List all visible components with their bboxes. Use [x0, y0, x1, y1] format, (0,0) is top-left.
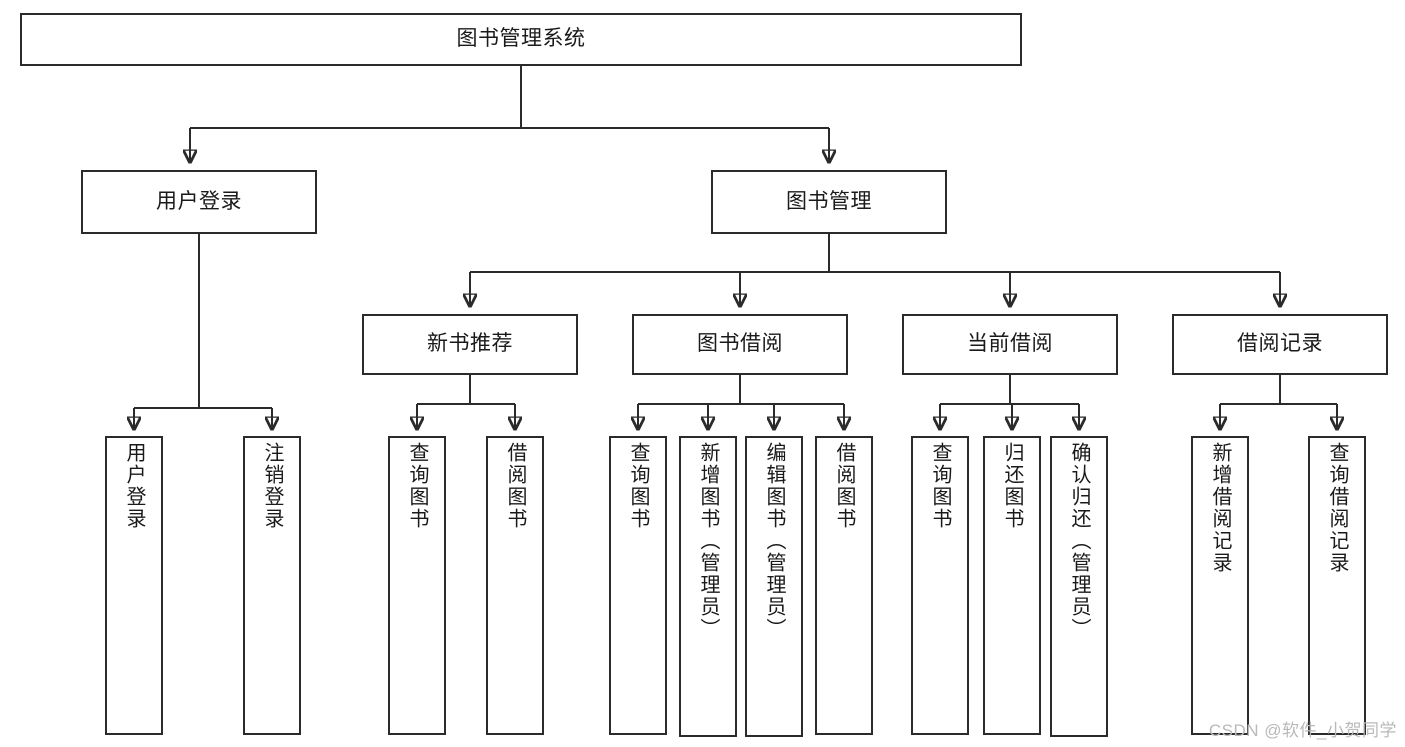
- leaf-query-book-borrow-label: 查询图书: [627, 442, 649, 530]
- node-book-management[interactable]: 图书管理: [711, 170, 947, 234]
- leaf-borrow-book[interactable]: 借阅图书: [815, 436, 873, 735]
- leaf-add-borrow-record-label: 新增借阅记录: [1209, 442, 1231, 574]
- edge-borrowrecord-to-leaves: [1220, 375, 1337, 429]
- leaf-query-borrow-record[interactable]: 查询借阅记录: [1308, 436, 1366, 735]
- leaf-user-login-label: 用户登录: [123, 442, 145, 530]
- edge-newbook-to-leaves: [417, 375, 515, 429]
- edge-root-to-level1: [190, 66, 829, 162]
- leaf-borrow-book-recommend[interactable]: 借阅图书: [486, 436, 544, 735]
- leaf-edit-book-admin[interactable]: 编辑图书（管理员）: [745, 436, 803, 737]
- node-current-borrow-label: 当前借阅: [967, 332, 1053, 356]
- node-user-login-label: 用户登录: [156, 189, 242, 213]
- leaf-return-book-label: 归还图书: [1001, 442, 1023, 530]
- leaf-query-book-recommend-label: 查询图书: [406, 442, 428, 530]
- leaf-borrow-book-recommend-label: 借阅图书: [504, 442, 526, 530]
- leaf-confirm-return-admin[interactable]: 确认归还（管理员）: [1050, 436, 1108, 737]
- edge-userlogin-to-leaves: [134, 234, 272, 429]
- leaf-user-login[interactable]: 用户登录: [105, 436, 163, 735]
- leaf-add-book-admin[interactable]: 新增图书（管理员）: [679, 436, 737, 737]
- leaf-query-borrow-record-label: 查询借阅记录: [1326, 442, 1348, 574]
- edge-bookborrow-to-leaves: [638, 375, 844, 429]
- leaf-query-book-recommend[interactable]: 查询图书: [388, 436, 446, 735]
- leaf-logout[interactable]: 注销登录: [243, 436, 301, 735]
- leaf-query-book-current-label: 查询图书: [929, 442, 951, 530]
- leaf-query-book-current[interactable]: 查询图书: [911, 436, 969, 735]
- node-book-borrow[interactable]: 图书借阅: [632, 314, 848, 375]
- node-borrow-record[interactable]: 借阅记录: [1172, 314, 1388, 375]
- edge-bookmgmt-to-level2: [470, 234, 1280, 306]
- node-new-book-recommend-label: 新书推荐: [427, 332, 513, 356]
- leaf-add-borrow-record[interactable]: 新增借阅记录: [1191, 436, 1249, 735]
- leaf-logout-label: 注销登录: [261, 442, 283, 530]
- csdn-watermark: CSDN @软件_小贺同学: [1208, 721, 1397, 740]
- node-root-label: 图书管理系统: [456, 27, 586, 51]
- edge-currentborrow-to-leaves: [940, 375, 1079, 429]
- leaf-return-book[interactable]: 归还图书: [983, 436, 1041, 735]
- node-book-management-label: 图书管理: [786, 189, 872, 213]
- leaf-borrow-book-label: 借阅图书: [833, 442, 855, 530]
- node-current-borrow[interactable]: 当前借阅: [902, 314, 1118, 375]
- node-book-borrow-label: 图书借阅: [697, 332, 783, 356]
- node-new-book-recommend[interactable]: 新书推荐: [362, 314, 578, 375]
- leaf-query-book-borrow[interactable]: 查询图书: [609, 436, 667, 735]
- leaf-add-book-admin-label: 新增图书（管理员）: [697, 442, 719, 640]
- node-root[interactable]: 图书管理系统: [20, 13, 1022, 66]
- node-user-login[interactable]: 用户登录: [81, 170, 317, 234]
- leaf-edit-book-admin-label: 编辑图书（管理员）: [763, 442, 785, 640]
- node-borrow-record-label: 借阅记录: [1237, 332, 1323, 356]
- leaf-confirm-return-admin-label: 确认归还（管理员）: [1068, 442, 1090, 640]
